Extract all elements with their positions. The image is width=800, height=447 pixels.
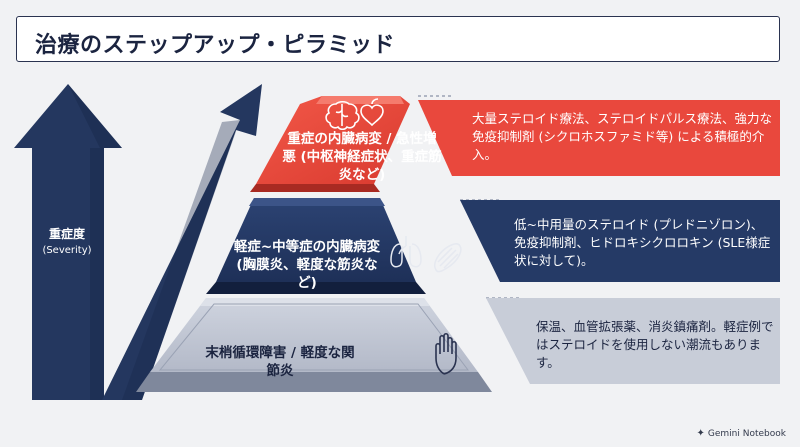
severity-label-sub: (Severity): [42, 245, 92, 256]
tier-top-label: 重症の内臓病変 / 急性増悪 (中枢神経症状、重症筋炎など): [282, 131, 442, 183]
tier-top-description: 大量ステロイド療法、ステロイドパルス療法、強力な免疫抑制剤 (シクロホスファミド…: [472, 111, 773, 162]
severity-arrow-diagonal: [102, 84, 262, 400]
tier-middle-description: 低~中用量のステロイド (プレドニゾロン)、免疫抑制剤、ヒドロキシクロロキン (…: [514, 217, 771, 268]
lungs-icon: [390, 236, 422, 268]
panel-middle: [460, 200, 780, 282]
tier-middle: [206, 198, 426, 294]
tier-base-description: 保温、血管拡張薬、消炎鎮痛剤。軽症例ではステロイドを使用しない潮流もあります。: [536, 319, 774, 370]
footer-brand: ✦Gemini Notebook: [697, 428, 786, 439]
footer-brand-text: Gemini Notebook: [707, 429, 786, 439]
severity-arrow-vertical: [14, 84, 122, 400]
sparkle-icon: ✦: [696, 428, 705, 439]
panel-base: [486, 298, 780, 384]
tier-base: [136, 298, 492, 392]
muscle-icon: [434, 243, 462, 273]
severity-label: 重症度 (Severity): [34, 225, 100, 256]
brain-icon: [325, 100, 360, 131]
panel-top: [418, 100, 780, 176]
hand-icon: [435, 332, 457, 375]
heart-icon: [360, 98, 384, 127]
severity-label-main: 重症度: [48, 227, 85, 241]
tier-middle-label: 軽症~中等症の内臓病変 (胸膜炎、軽度な筋炎など): [233, 239, 381, 291]
page-title: 治療のステップアップ・ピラミッド: [35, 33, 396, 58]
title-bar: 治療のステップアップ・ピラミッド: [16, 16, 780, 62]
tier-base-label: 末梢循環障害 / 軽度な関節炎: [205, 345, 355, 379]
